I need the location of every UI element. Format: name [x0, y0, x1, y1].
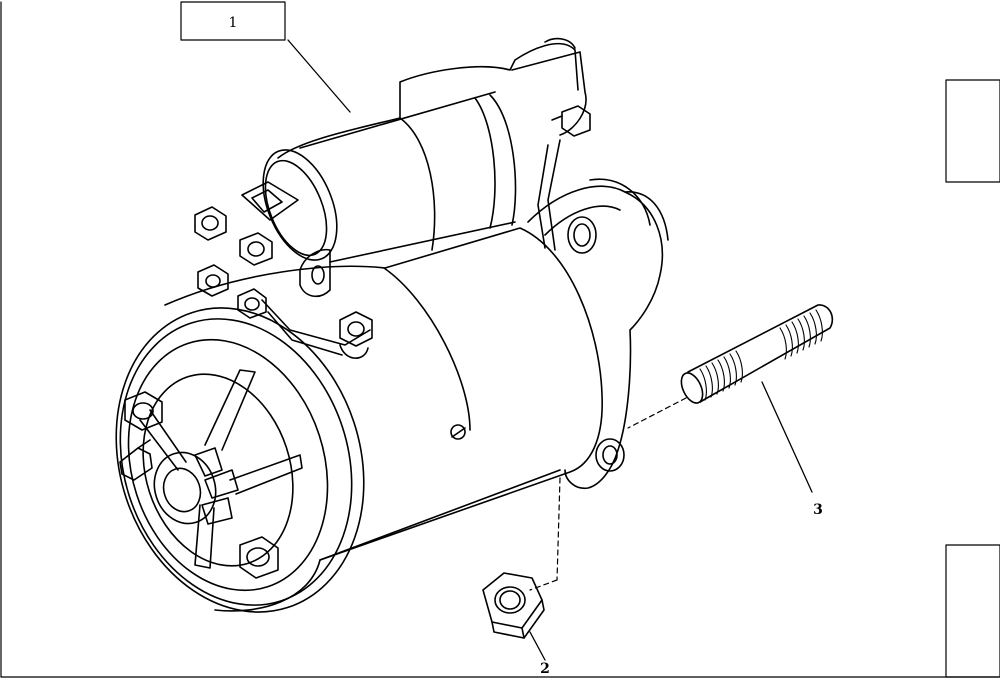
- hex-nut-icon: [482, 572, 545, 639]
- leader-lines: [287, 39, 813, 661]
- assembly-path-lines: [529, 397, 687, 591]
- leader-line-2: [529, 631, 546, 661]
- leader-line-3: [761, 381, 813, 493]
- starter-motor-icon: [115, 37, 669, 613]
- leader-line-1: [287, 39, 351, 113]
- callout-2-label: 2: [540, 661, 550, 677]
- callout-1-box: [180, 1, 286, 41]
- callout-3-label: 3: [813, 502, 823, 518]
- callout-2: 2: [540, 661, 550, 677]
- callout-1-label: 1: [229, 15, 238, 31]
- callout-1: 1: [180, 1, 286, 41]
- callout-3: 3: [813, 502, 823, 518]
- threaded-stud-icon: [680, 304, 834, 404]
